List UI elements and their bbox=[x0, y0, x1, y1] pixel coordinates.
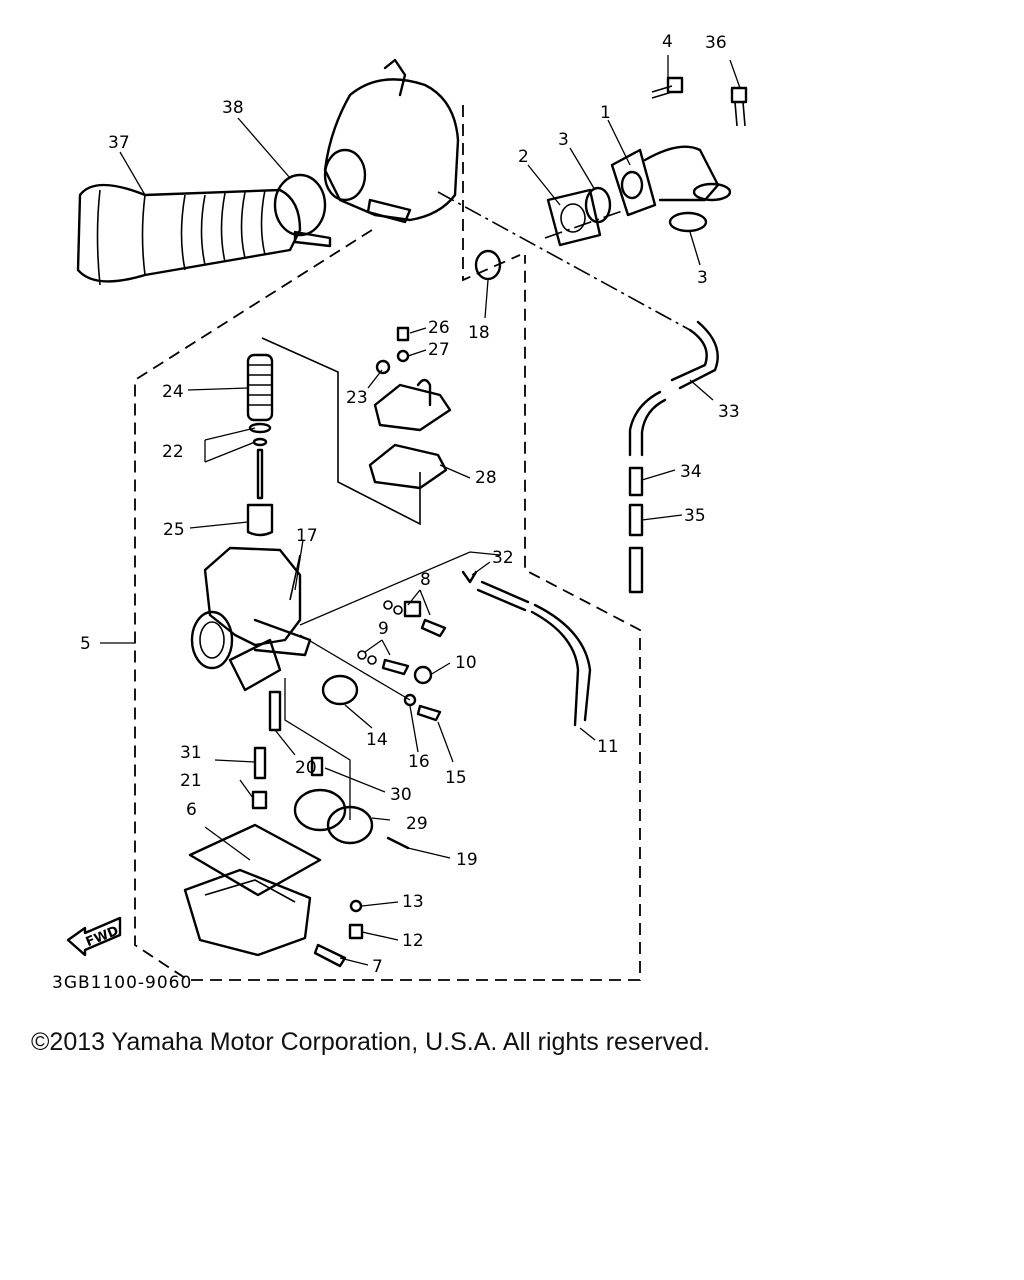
overflow-tube-lower bbox=[628, 503, 644, 594]
callout-leaders bbox=[100, 55, 741, 966]
callout-38: 38 bbox=[222, 98, 244, 118]
callout-16: 16 bbox=[408, 752, 430, 772]
callout-18: 18 bbox=[468, 323, 490, 343]
manifold-bolt bbox=[651, 76, 684, 99]
guide-line bbox=[299, 634, 411, 701]
manifold-bolt bbox=[730, 86, 748, 127]
callout-9: 9 bbox=[378, 619, 389, 639]
throttle-valve-spring bbox=[246, 353, 274, 422]
callout-32: 32 bbox=[492, 548, 514, 568]
alignment-line-gasket bbox=[544, 209, 626, 239]
part-code: 3GB1100-9060 bbox=[52, 973, 192, 993]
manifold-o-ring bbox=[668, 211, 708, 233]
callout-26: 26 bbox=[428, 318, 450, 338]
intake-manifold bbox=[610, 145, 732, 217]
callout-12: 12 bbox=[402, 931, 424, 951]
jet-needle bbox=[256, 448, 264, 500]
chamber-screw bbox=[313, 943, 347, 968]
float-chamber-gasket bbox=[188, 823, 322, 897]
throttle-valve bbox=[246, 503, 274, 537]
vent-tube bbox=[476, 580, 592, 727]
callout-4: 4 bbox=[662, 32, 673, 52]
needle-clip bbox=[252, 437, 268, 447]
callout-36: 36 bbox=[705, 33, 727, 53]
float-valve bbox=[310, 756, 324, 777]
cover-screw bbox=[396, 326, 410, 342]
guide-line bbox=[299, 551, 501, 626]
needle-washer bbox=[248, 422, 272, 434]
callout-13: 13 bbox=[402, 892, 424, 912]
air-box-boundary bbox=[462, 105, 521, 282]
callout-23: 23 bbox=[346, 388, 368, 408]
callout-24: 24 bbox=[162, 382, 184, 402]
callout-2: 2 bbox=[518, 147, 529, 167]
callout-30: 30 bbox=[390, 785, 412, 805]
callout-labels: 1 2 3 3 4 36 37 38 18 26 27 23 24 22 28 … bbox=[80, 32, 740, 977]
carburetor-body bbox=[190, 546, 312, 692]
alignment-line-manifold bbox=[437, 191, 691, 331]
forward-arrow-icon: FWD bbox=[66, 916, 122, 957]
hose-clamp bbox=[273, 173, 332, 248]
throttle-stop-screw bbox=[375, 359, 391, 375]
callout-31: 31 bbox=[180, 743, 202, 763]
float-chamber bbox=[183, 868, 312, 957]
o-ring bbox=[474, 249, 502, 281]
air-filter-housing bbox=[323, 58, 460, 224]
callout-34: 34 bbox=[680, 462, 702, 482]
callout-17: 17 bbox=[296, 526, 318, 546]
callout-15: 15 bbox=[445, 768, 467, 788]
callout-21: 21 bbox=[180, 771, 202, 791]
main-jet bbox=[251, 790, 268, 810]
callout-11: 11 bbox=[597, 737, 619, 757]
svg-text:FWD: FWD bbox=[84, 924, 121, 951]
callout-35: 35 bbox=[684, 506, 706, 526]
callout-1: 1 bbox=[600, 103, 611, 123]
needle-jet bbox=[253, 746, 267, 780]
throttle-stop-screw-set bbox=[357, 650, 410, 676]
adjust-screw bbox=[416, 704, 442, 722]
float-pin bbox=[386, 836, 410, 850]
overflow-tube-fitting bbox=[628, 466, 644, 497]
callout-3: 3 bbox=[697, 268, 708, 288]
callout-33: 33 bbox=[718, 402, 740, 422]
drain-screw bbox=[348, 923, 364, 940]
callout-29: 29 bbox=[406, 814, 428, 834]
pilot-screw-set bbox=[383, 600, 447, 638]
callout-28: 28 bbox=[475, 468, 497, 488]
carburetor-parts-diagram: FWD bbox=[52, 32, 748, 993]
callout-10: 10 bbox=[455, 653, 477, 673]
o-ring-small bbox=[403, 693, 417, 707]
callout-3: 3 bbox=[558, 130, 569, 150]
callout-22: 22 bbox=[162, 442, 184, 462]
callout-19: 19 bbox=[456, 850, 478, 870]
copyright-text: ©2013 Yamaha Motor Corporation, U.S.A. A… bbox=[31, 1028, 710, 1056]
air-jet-cap bbox=[321, 674, 359, 706]
callout-7: 7 bbox=[372, 957, 383, 977]
manifold-gasket bbox=[546, 188, 602, 247]
air-intake-boot bbox=[76, 183, 302, 286]
drain-screw-o-ring bbox=[349, 899, 363, 913]
cap-screw bbox=[413, 665, 433, 685]
callout-14: 14 bbox=[366, 730, 388, 750]
callout-25: 25 bbox=[163, 520, 185, 540]
callout-20: 20 bbox=[295, 758, 317, 778]
pilot-jet bbox=[268, 690, 282, 732]
carburetor-float bbox=[293, 788, 374, 845]
callout-27: 27 bbox=[428, 340, 450, 360]
hose-clip bbox=[461, 570, 478, 584]
callout-37: 37 bbox=[108, 133, 130, 153]
top-cover-gasket bbox=[368, 443, 448, 490]
callout-5: 5 bbox=[80, 634, 91, 654]
carburetor-top-cover bbox=[373, 378, 452, 432]
callout-6: 6 bbox=[186, 800, 197, 820]
manifold-o-ring bbox=[584, 186, 612, 224]
guide-line bbox=[284, 678, 351, 820]
gasket-bracket bbox=[261, 337, 421, 526]
lock-washer bbox=[396, 349, 410, 363]
overflow-tube-upper bbox=[628, 320, 719, 457]
callout-8: 8 bbox=[420, 570, 431, 590]
